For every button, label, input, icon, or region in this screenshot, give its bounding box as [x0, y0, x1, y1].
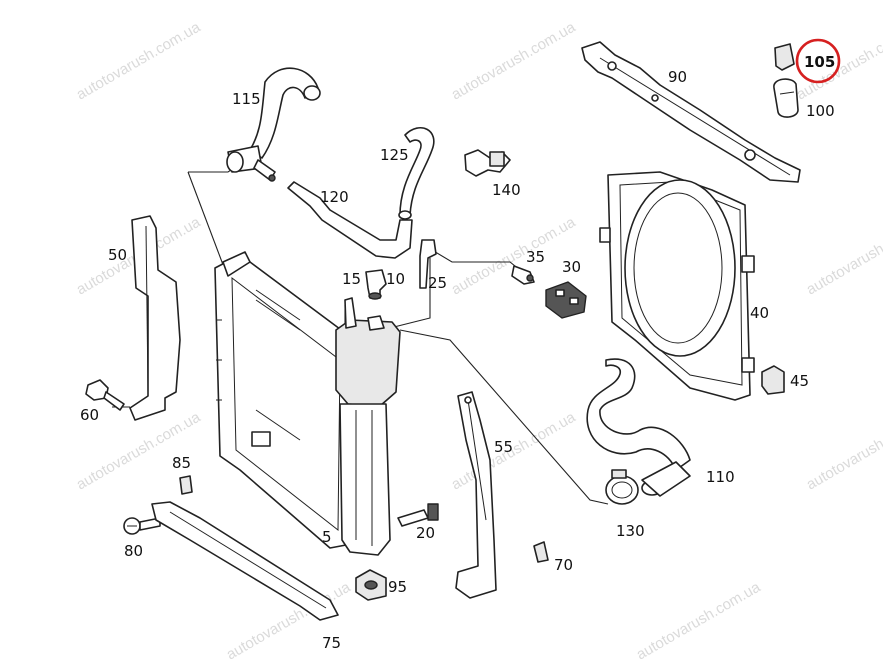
sensor-35: [511, 265, 535, 285]
upper-hose-115: [226, 67, 321, 182]
mount-95: [355, 569, 387, 601]
drain-screw-20: [397, 503, 439, 527]
radiator-5: [214, 251, 349, 549]
hose-120: [287, 181, 413, 259]
label-110: 110: [706, 468, 735, 486]
watermark: autotovarush.com.ua: [449, 18, 579, 103]
expansion-tank: [335, 297, 401, 556]
part-labels: 115 125 120 140 90 105 100 50 15 10 25 3…: [80, 53, 835, 652]
label-45: 45: [790, 372, 809, 390]
vent-tube-25: [419, 239, 437, 289]
label-140: 140: [492, 181, 521, 199]
clip-100: [773, 78, 799, 118]
label-70: 70: [554, 556, 573, 574]
label-105: 105: [804, 53, 835, 71]
label-125: 125: [380, 146, 409, 164]
clip-105: [774, 43, 795, 71]
label-95: 95: [388, 578, 407, 596]
side-panel-50: [129, 215, 181, 421]
label-5: 5: [322, 528, 332, 546]
side-panel-55: [455, 391, 497, 599]
label-115: 115: [232, 90, 261, 108]
label-90: 90: [668, 68, 687, 86]
label-60: 60: [80, 406, 99, 424]
switch-30: [545, 281, 587, 319]
clip-85: [179, 475, 193, 495]
label-85: 85: [172, 454, 191, 472]
watermark: autotovarush.com.ua: [74, 18, 204, 103]
label-100: 100: [806, 102, 835, 120]
hose-clamp-130: [605, 469, 639, 505]
label-50: 50: [108, 246, 127, 264]
highlight-circle: [795, 38, 841, 84]
bolt-60: [85, 379, 125, 411]
label-55: 55: [494, 438, 513, 456]
clip-45: [761, 365, 785, 395]
label-15: 15: [342, 270, 361, 288]
cap-10: [365, 269, 387, 300]
label-75: 75: [322, 634, 341, 652]
label-80: 80: [124, 542, 143, 560]
label-35: 35: [526, 248, 545, 266]
label-25: 25: [428, 274, 447, 292]
watermark: autotovarush.com.ua: [634, 578, 764, 663]
clip-140: [464, 149, 511, 177]
fan-shroud-40: [599, 171, 755, 401]
label-40: 40: [750, 304, 769, 322]
bracket-90: [581, 41, 801, 183]
air-deflector-75: [151, 501, 339, 621]
label-120: 120: [320, 188, 349, 206]
hose-125: [398, 126, 435, 220]
label-10: 10: [386, 270, 405, 288]
label-130: 130: [616, 522, 645, 540]
label-30: 30: [562, 258, 581, 276]
screw-80: [123, 517, 161, 535]
clip-70: [533, 541, 549, 563]
label-20: 20: [416, 524, 435, 542]
watermark: autotovarush.com.ua: [804, 213, 883, 298]
lower-hose-110: [586, 358, 691, 497]
watermark: autotovarush.com.ua: [804, 408, 883, 493]
